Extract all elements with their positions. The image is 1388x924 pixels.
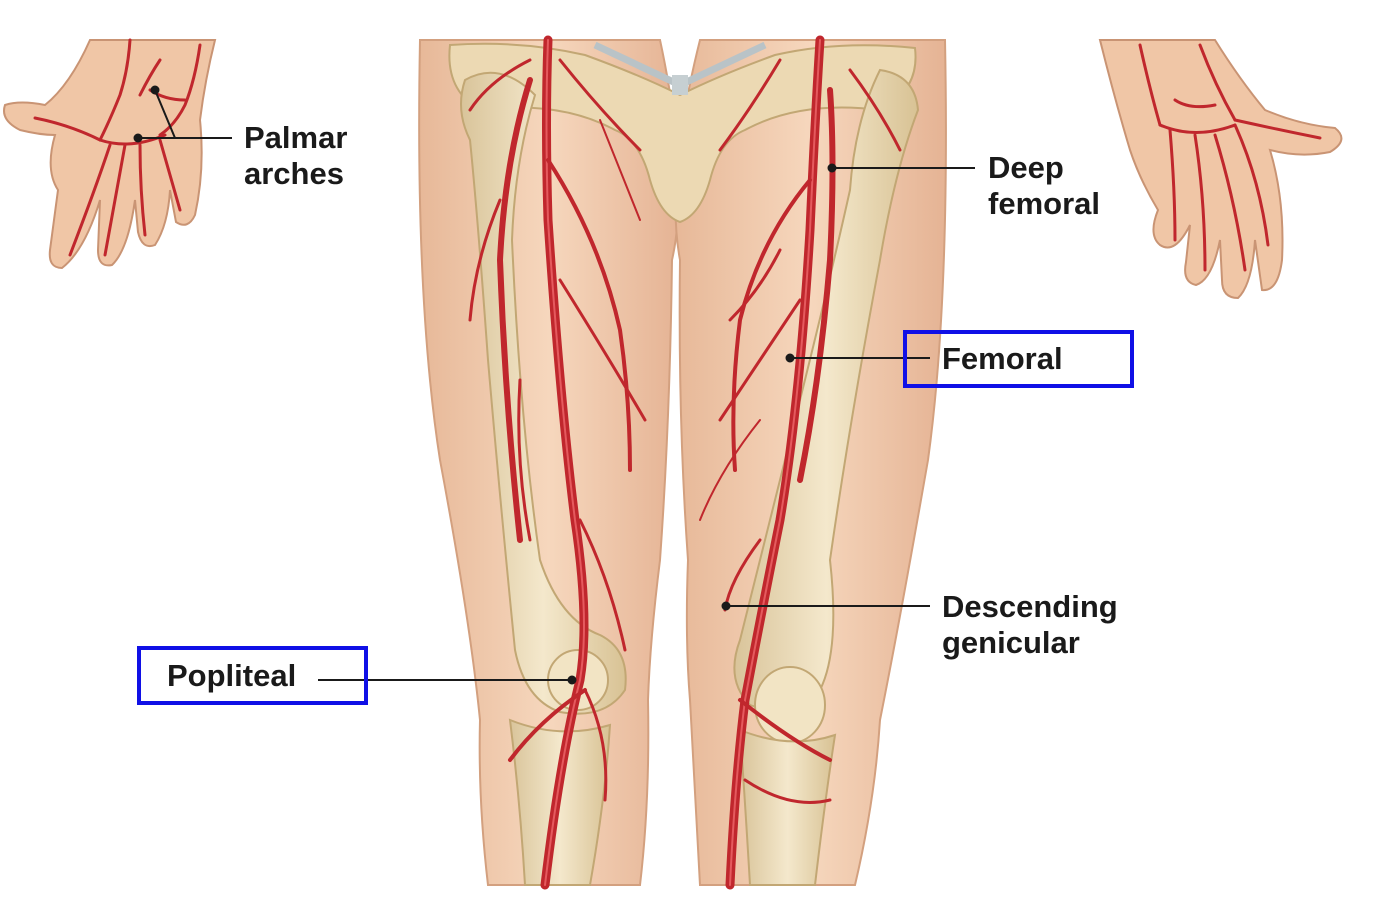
right-hand-skin xyxy=(1098,39,1343,300)
popliteal-highlight-box xyxy=(137,646,368,705)
descending-genicular-line1: Descending xyxy=(942,589,1118,624)
leader-lines xyxy=(133,85,975,685)
right-patella xyxy=(754,666,826,744)
descending-genicular-label: Descending genicular xyxy=(942,589,1118,661)
popliteal-label: Popliteal xyxy=(167,658,296,694)
palmar-arches-line1: Palmar xyxy=(244,120,348,155)
femoral-text: Femoral xyxy=(942,341,1063,376)
deep-femoral-label: Deep femoral xyxy=(988,150,1100,222)
femoral-highlight-box xyxy=(903,330,1134,388)
left-hand xyxy=(3,38,217,270)
palmar-arches-label: Palmar arches xyxy=(244,120,347,192)
deep-femoral-line1: Deep xyxy=(988,150,1064,185)
right-hand xyxy=(1098,39,1343,300)
arteries xyxy=(468,35,902,890)
pelvis xyxy=(448,42,917,224)
legs xyxy=(418,39,947,886)
popliteal-text: Popliteal xyxy=(167,658,297,693)
palmar-arches-line2: arches xyxy=(244,156,344,191)
descending-genicular-line2: genicular xyxy=(942,625,1080,660)
deep-femoral-line2: femoral xyxy=(988,186,1100,221)
femoral-label: Femoral xyxy=(942,341,1063,377)
